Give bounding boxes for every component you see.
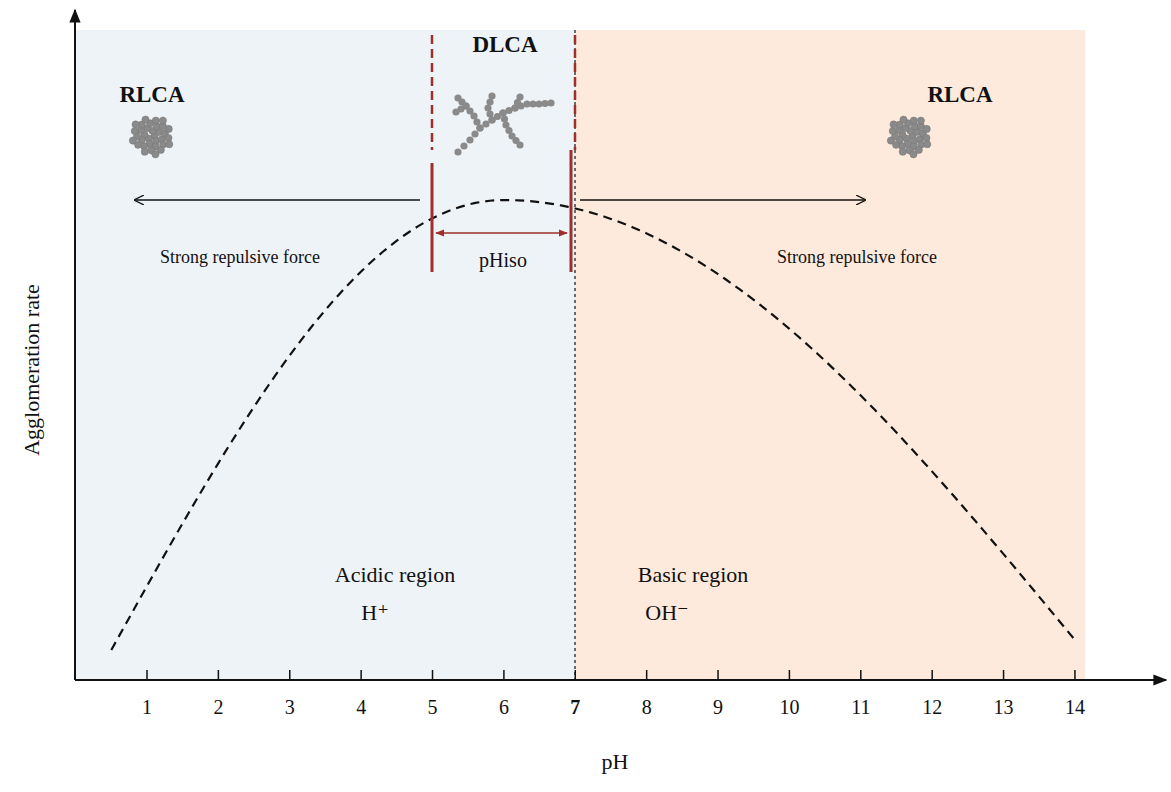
repulsion-arrow xyxy=(135,199,420,200)
particle xyxy=(454,148,461,155)
tick-label: 9 xyxy=(713,696,723,719)
ion-label: OH⁻ xyxy=(645,600,688,625)
bracket-dash xyxy=(431,35,434,150)
tick-label: 4 xyxy=(356,696,366,719)
y-axis xyxy=(74,10,76,680)
particle xyxy=(132,121,139,128)
particle xyxy=(166,141,173,148)
tick xyxy=(575,670,577,680)
region-name: Acidic region xyxy=(335,562,455,587)
basic-band-fill xyxy=(575,30,1085,680)
iso-range-label: pHiso xyxy=(479,249,527,272)
tick xyxy=(146,670,148,680)
tick xyxy=(1003,670,1005,680)
particle xyxy=(152,151,159,158)
tick xyxy=(931,670,933,680)
particle xyxy=(165,125,172,132)
tick-label: 2 xyxy=(213,696,223,719)
tick-label: 5 xyxy=(428,696,438,719)
particle xyxy=(142,116,149,123)
tick-label: 14 xyxy=(1065,696,1085,719)
particle xyxy=(452,108,459,115)
particle xyxy=(499,109,506,116)
particle xyxy=(917,117,924,124)
axis-title: pH xyxy=(602,749,629,774)
tick-label: 12 xyxy=(922,696,942,719)
region-name: Basic region xyxy=(638,562,749,587)
particle xyxy=(141,148,148,155)
tick-label: 7 xyxy=(570,696,580,719)
particle xyxy=(482,120,489,127)
particle xyxy=(499,109,506,116)
tick xyxy=(432,670,434,680)
tick-label: 10 xyxy=(779,696,799,719)
force-note: Strong repulsive force xyxy=(762,247,952,268)
particle xyxy=(923,125,930,132)
particle xyxy=(129,137,136,144)
tick-label: 6 xyxy=(499,696,509,719)
particle xyxy=(159,117,166,124)
particle xyxy=(910,117,917,124)
repulsion-arrow xyxy=(580,199,865,200)
particle-clusters xyxy=(129,92,931,158)
bracket-line xyxy=(431,163,434,272)
iso-range-arrow xyxy=(436,232,567,234)
force-note: Strong repulsive force xyxy=(145,247,335,268)
regime-label: RLCA xyxy=(927,82,992,108)
particle xyxy=(887,137,894,144)
tick xyxy=(503,670,505,680)
particle xyxy=(460,142,467,149)
tick xyxy=(360,670,362,680)
tick xyxy=(789,670,791,680)
particle xyxy=(900,116,907,123)
basic-region: Basic regionOH⁻ xyxy=(575,30,1085,680)
particle xyxy=(471,130,478,137)
bracket-dash xyxy=(574,35,577,150)
tick xyxy=(646,670,648,680)
particle xyxy=(890,121,897,128)
acidic-region: Acidic regionH⁺ xyxy=(75,30,575,680)
particle xyxy=(889,127,896,134)
particle xyxy=(131,127,138,134)
particle xyxy=(899,148,906,155)
tick xyxy=(1074,670,1076,680)
tick-label: 8 xyxy=(642,696,652,719)
axis-title: Agglomeration rate xyxy=(19,284,44,456)
tick-label: 11 xyxy=(851,696,870,719)
tick xyxy=(218,670,220,680)
tick xyxy=(289,670,291,680)
tick xyxy=(717,670,719,680)
regime-label: DLCA xyxy=(472,32,537,58)
tick xyxy=(860,670,862,680)
particle xyxy=(910,151,917,158)
particle xyxy=(454,94,461,101)
tick-marks xyxy=(147,670,1075,680)
particle xyxy=(516,141,523,148)
ion-label: H⁺ xyxy=(361,600,389,625)
particle xyxy=(547,99,554,106)
bracket-line xyxy=(570,150,573,272)
x-axis xyxy=(75,679,1166,681)
particle xyxy=(152,117,159,124)
tick-label: 1 xyxy=(142,696,152,719)
tick-label: 3 xyxy=(285,696,295,719)
particle xyxy=(466,136,473,143)
particle xyxy=(501,115,508,122)
neutral-line xyxy=(574,30,575,680)
regime-label: RLCA xyxy=(119,82,184,108)
particle xyxy=(516,93,523,100)
tick-label: 13 xyxy=(994,696,1014,719)
rate-curve xyxy=(111,200,1075,650)
particle xyxy=(488,92,495,99)
particle xyxy=(924,141,931,148)
